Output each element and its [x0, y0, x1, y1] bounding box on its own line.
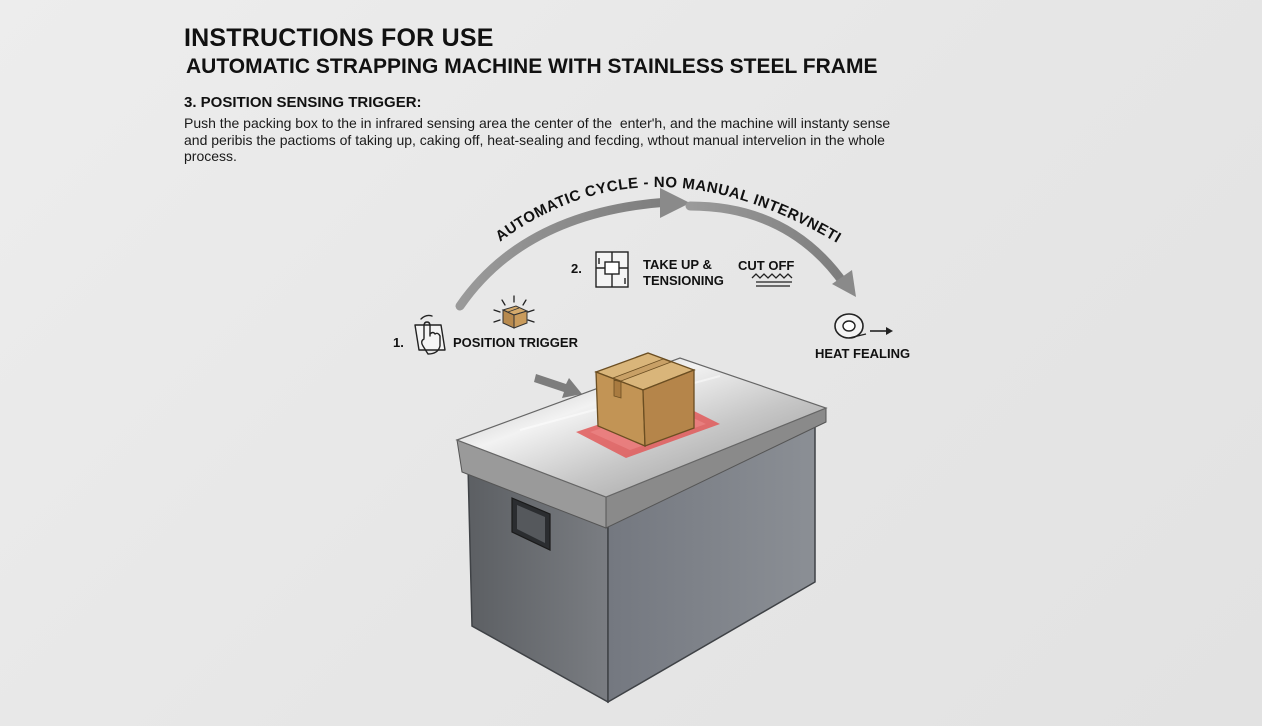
sensor-box-icon	[493, 295, 535, 329]
instruction-paragraph: Push the packing box to the in infrared …	[184, 115, 944, 165]
push-arrow-top	[534, 374, 582, 398]
instruction-line-3: process.	[184, 148, 237, 164]
page-title: INSTRUCTIONS FOR USE	[184, 24, 494, 52]
step2-number: 2.	[571, 261, 582, 276]
step2-label-line1: TAKE UP &	[643, 257, 712, 272]
strap-tension-icon	[595, 251, 629, 288]
page-subtitle: AUTOMATIC STRAPPING MACHINE WITH STAINLE…	[186, 55, 878, 78]
machine-handle	[511, 497, 551, 551]
step1-number: 1.	[393, 335, 404, 350]
cut-off-label: CUT OFF	[738, 258, 795, 273]
heat-sealing-label: HEAT FEALING	[815, 346, 911, 361]
step1-label: POSITION TRIGGER	[453, 335, 578, 350]
cycle-arrow	[455, 188, 856, 311]
instruction-line-2: and peribis the pactioms of taking up, c…	[184, 131, 885, 148]
instruction-line-1: Push the packing box to the in infrared …	[184, 115, 891, 131]
tape-roll-icon	[834, 313, 893, 339]
section-heading: 3. POSITION SENSING TRIGGER:	[184, 94, 422, 111]
cut-off-icon	[751, 273, 793, 287]
cardboard-box	[594, 352, 696, 447]
step2-label-line2: TENSIONING	[643, 273, 724, 288]
hand-touch-icon	[414, 314, 446, 355]
